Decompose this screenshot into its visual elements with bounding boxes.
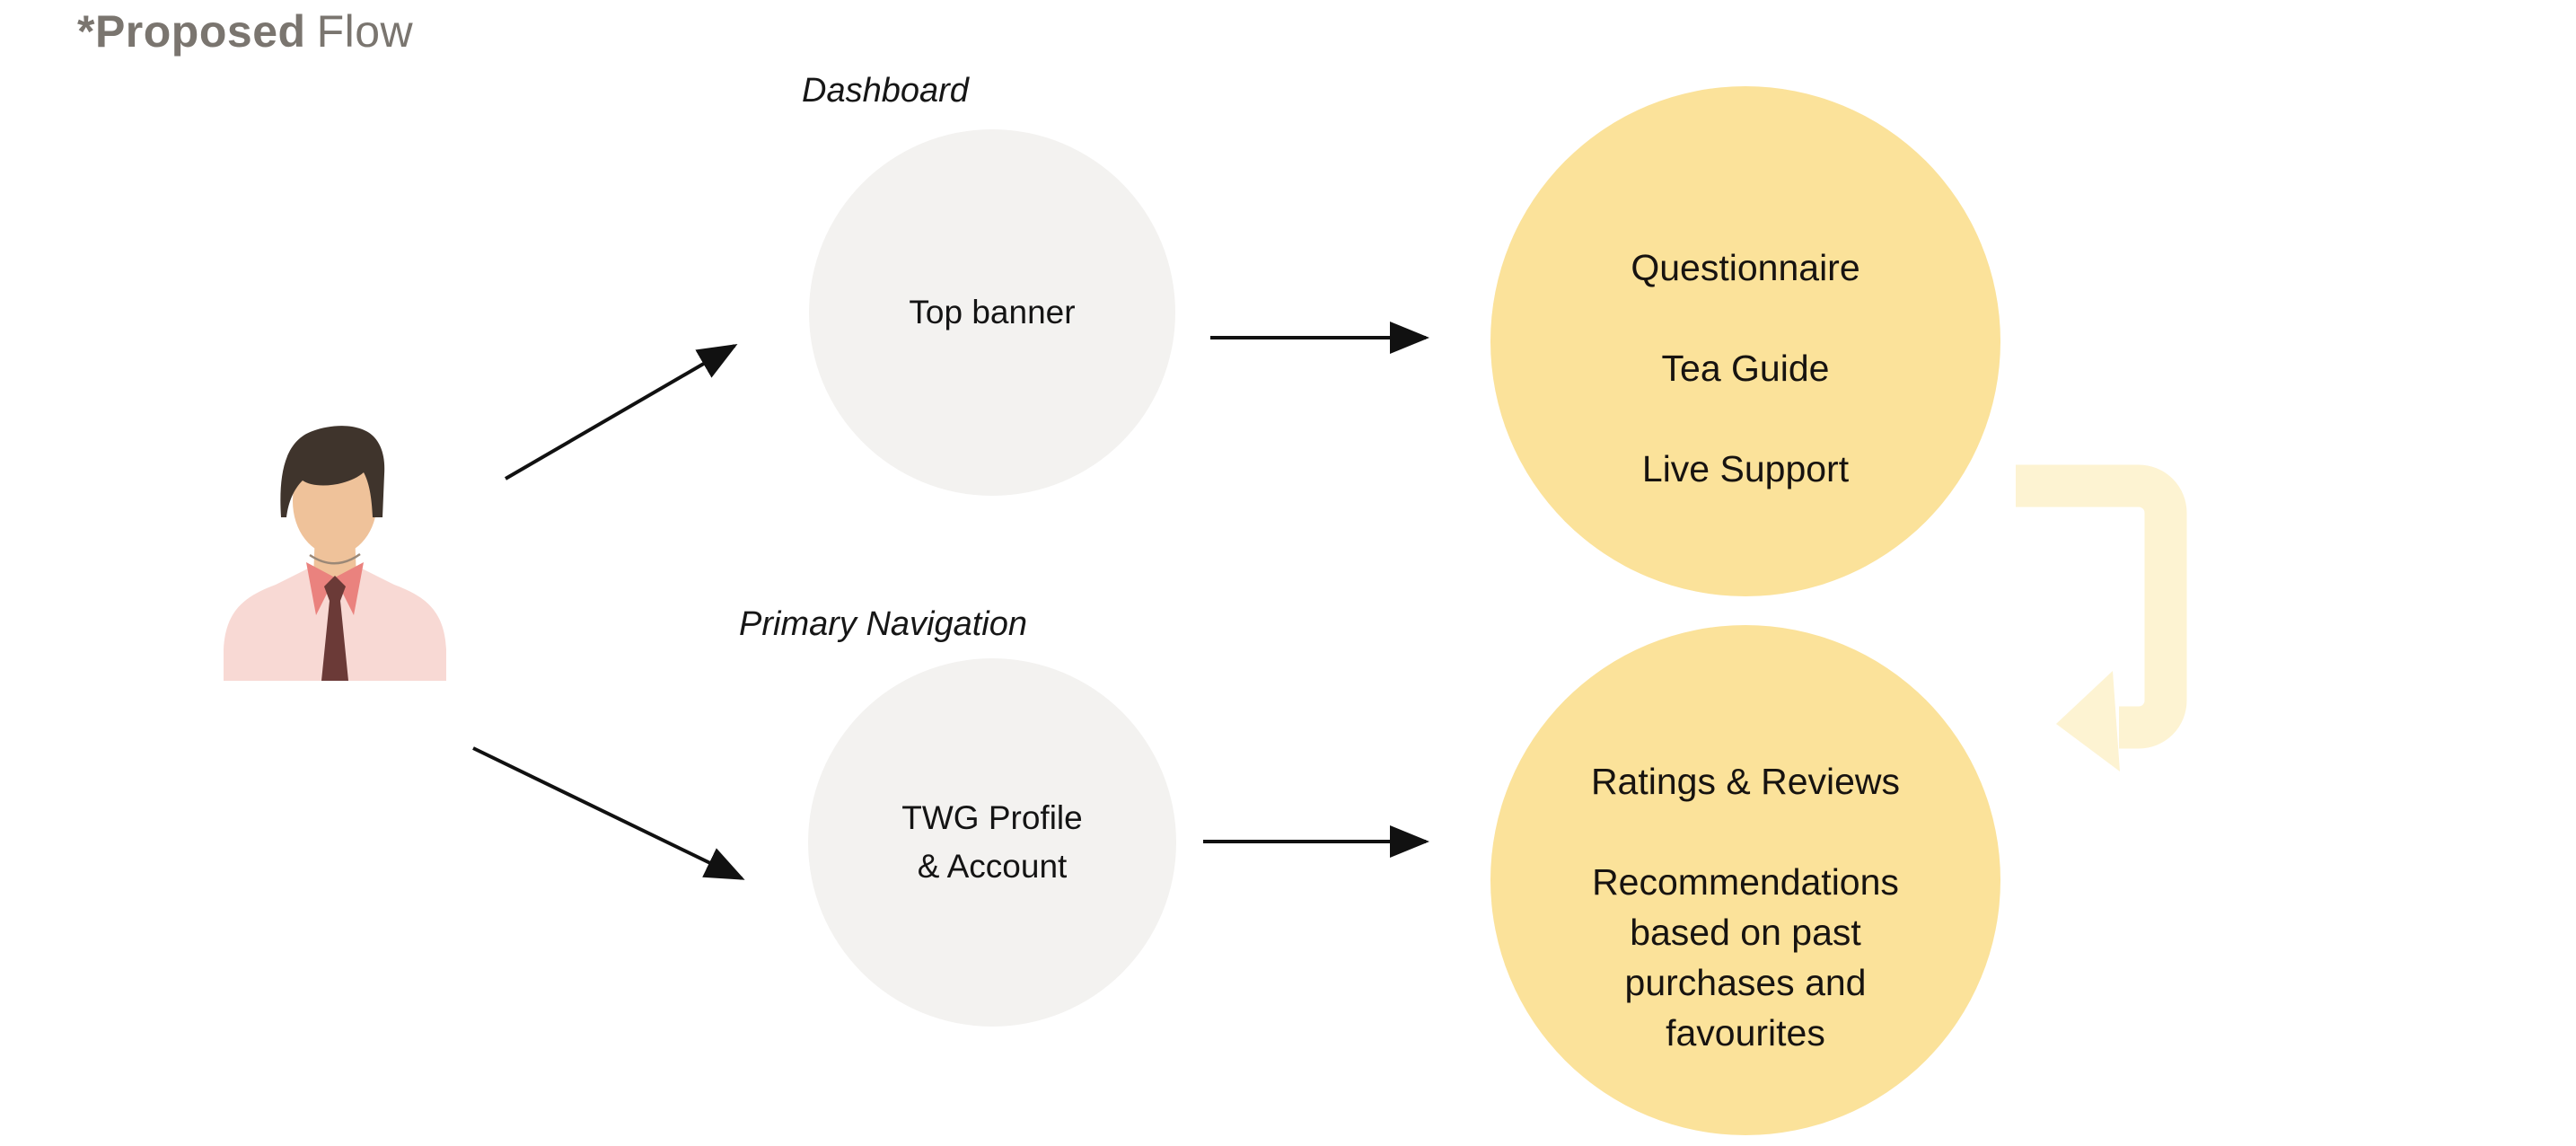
avatar-neckline [309, 552, 361, 565]
node-navigation-features: Ratings & Reviews Recommendations based … [1490, 625, 2000, 1135]
avatar-tie [321, 576, 348, 681]
page-title-bold: *Proposed [77, 6, 306, 57]
avatar-hair [280, 426, 385, 517]
feature-recommendations: Recommendations based on past purchases … [1592, 861, 1899, 1053]
u-turn-arrowhead-icon [2056, 671, 2120, 771]
avatar-neck [313, 531, 356, 579]
avatar-collar-left [306, 562, 335, 615]
feature-questionnaire: Questionnaire [1631, 247, 1860, 288]
avatar-shirt [224, 569, 446, 681]
node-twg-profile-account: TWG Profile & Account [808, 658, 1176, 1027]
feature-tea-guide: Tea Guide [1661, 348, 1830, 389]
node-top-banner-text: Top banner [909, 294, 1076, 331]
node-top-banner: Top banner [809, 129, 1175, 496]
label-dashboard: Dashboard [802, 72, 969, 110]
label-primary-navigation: Primary Navigation [739, 605, 1027, 643]
page-title-regular: Flow [316, 6, 414, 57]
node-dashboard-features: Questionnaire Tea Guide Live Support [1490, 86, 2000, 596]
feature-live-support: Live Support [1641, 448, 1850, 489]
node-twg-profile-text: TWG Profile & Account [901, 799, 1083, 885]
avatar-collar-right [335, 562, 364, 615]
user-avatar [224, 426, 446, 681]
avatar-face [293, 447, 377, 555]
arrow-user-to-dashboard-icon [504, 343, 738, 480]
arrow-user-to-primary-nav-icon [472, 746, 745, 880]
feature-ratings-reviews: Ratings & Reviews [1590, 761, 1901, 802]
u-turn-arrow-icon [2016, 464, 2187, 749]
